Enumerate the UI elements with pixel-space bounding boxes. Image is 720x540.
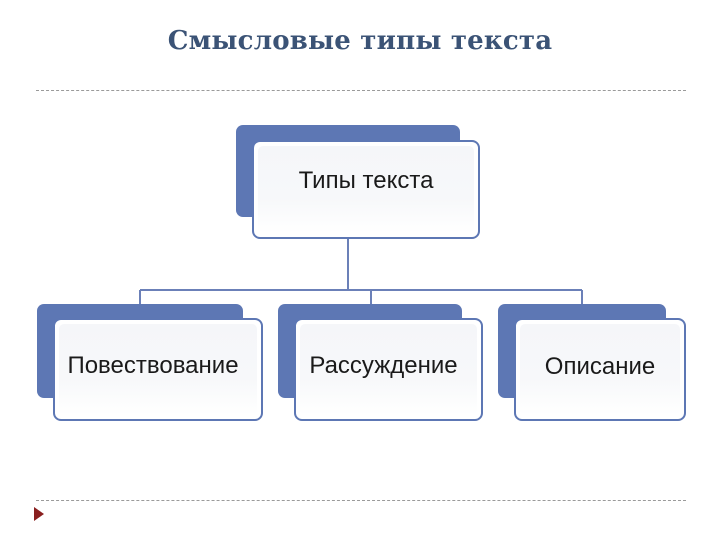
top-divider xyxy=(36,90,686,91)
node-text-types: Типы текста xyxy=(236,125,480,239)
node-card: Повествование xyxy=(53,318,263,421)
node-label: Повествование xyxy=(67,351,239,379)
node-label: Описание xyxy=(544,352,656,380)
node-card: Описание xyxy=(514,318,686,421)
node-description: Описание xyxy=(498,304,686,422)
slide-title: Смысловые типы текста xyxy=(167,26,553,56)
node-label: Рассуждение xyxy=(309,351,458,379)
bottom-divider xyxy=(36,500,686,501)
node-card: Рассуждение xyxy=(294,318,483,421)
node-reasoning: Рассуждение xyxy=(278,304,483,422)
node-card: Типы текста xyxy=(252,140,480,239)
node-label: Типы текста xyxy=(298,166,434,194)
play-triangle-icon[interactable] xyxy=(34,507,44,521)
node-narration: Повествование xyxy=(37,304,263,422)
